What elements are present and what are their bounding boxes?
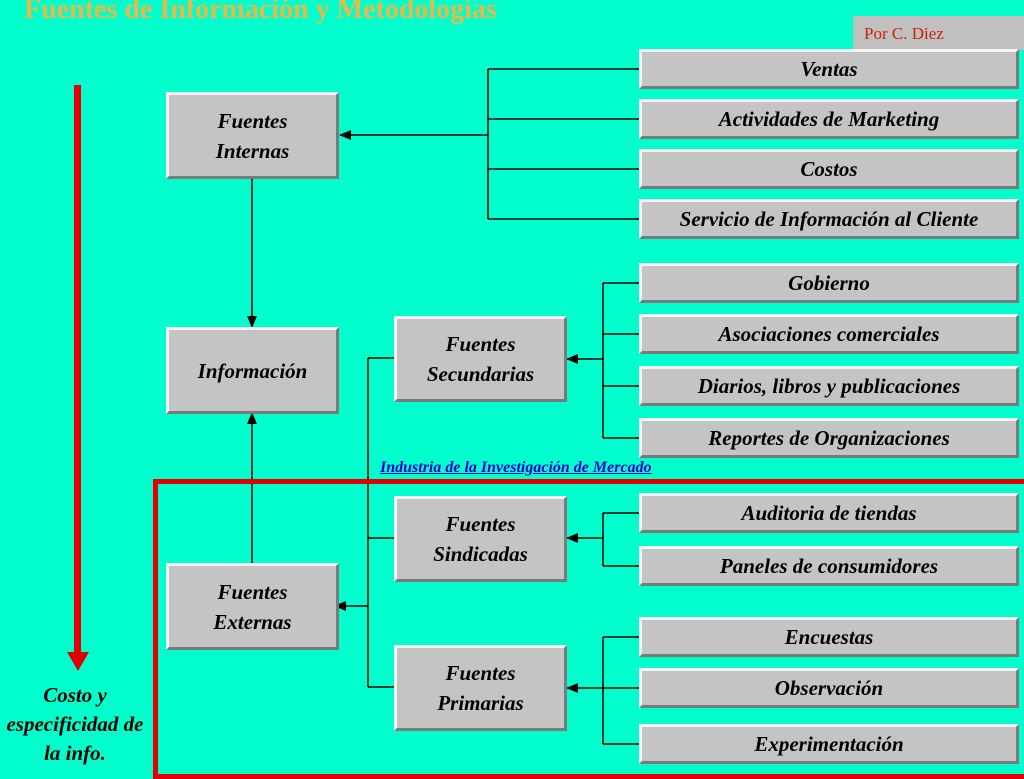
leaf-label: Diarios, libros y publicaciones: [697, 374, 961, 398]
leaf-reportes-organizaciones[interactable]: Reportes de Organizaciones: [639, 418, 1019, 458]
leaf-label: Paneles de consumidores: [719, 554, 939, 578]
leaf-label: Gobierno: [788, 271, 870, 295]
node-external-sources[interactable]: Fuentes Externas: [166, 563, 339, 650]
leaf-diarios-libros[interactable]: Diarios, libros y publicaciones: [639, 366, 1019, 406]
leaf-label: Reportes de Organizaciones: [708, 426, 950, 450]
leaf-encuestas[interactable]: Encuestas: [639, 617, 1019, 657]
leaf-experimentacion[interactable]: Experimentación: [639, 724, 1019, 764]
leaf-auditoria-tiendas[interactable]: Auditoria de tiendas: [639, 493, 1019, 533]
node-secondary-sources[interactable]: Fuentes Secundarias: [394, 316, 567, 402]
cost-arrow: [67, 85, 89, 671]
primary-bracket: [566, 636, 639, 745]
leaf-label: Actividades de Marketing: [718, 107, 940, 131]
slide-title: Fuentes de Información y Metodologías: [24, 0, 497, 25]
internal-bracket: [339, 68, 639, 220]
external-bracket: [334, 357, 394, 688]
node-label: Fuentes Sindicadas: [433, 512, 528, 566]
leaf-label: Asociaciones comerciales: [718, 322, 940, 346]
node-label: Información: [197, 358, 308, 383]
node-label: Fuentes Internas: [215, 108, 290, 163]
leaf-ventas[interactable]: Ventas: [639, 49, 1019, 89]
leaf-servicio-informacion[interactable]: Servicio de Información al Cliente: [639, 199, 1019, 239]
node-syndicated-sources[interactable]: Fuentes Sindicadas: [394, 496, 567, 582]
leaf-observacion[interactable]: Observación: [639, 668, 1019, 708]
leaf-label: Ventas: [800, 57, 858, 81]
node-label: Fuentes Primarias: [437, 661, 524, 715]
cost-specificity-label: Costo y especificidad de la info.: [6, 683, 144, 765]
leaf-label: Observación: [774, 676, 884, 700]
leaf-gobierno[interactable]: Gobierno: [639, 263, 1019, 303]
author-tag: Por C. Diez: [853, 16, 1024, 50]
market-research-label: Industria de la Investigación de Mercado: [380, 459, 652, 476]
leaf-label: Auditoria de tiendas: [741, 501, 917, 525]
leaf-label: Servicio de Información al Cliente: [679, 207, 979, 231]
secondary-bracket: [566, 282, 639, 439]
leaf-costos[interactable]: Costos: [639, 149, 1019, 189]
node-label: Fuentes Externas: [213, 579, 292, 634]
node-information[interactable]: Información: [166, 327, 339, 414]
node-primary-sources[interactable]: Fuentes Primarias: [394, 645, 567, 731]
leaf-label: Costos: [800, 157, 858, 181]
leaf-actividades-marketing[interactable]: Actividades de Marketing: [639, 99, 1019, 139]
syndicated-bracket: [566, 512, 639, 567]
leaf-label: Experimentación: [754, 732, 904, 756]
leaf-label: Encuestas: [784, 625, 874, 649]
leaf-asociaciones-comerciales[interactable]: Asociaciones comerciales: [639, 314, 1019, 354]
node-label: Fuentes Secundarias: [426, 332, 535, 386]
leaf-paneles-consumidores[interactable]: Paneles de consumidores: [639, 546, 1019, 586]
node-internal-sources[interactable]: Fuentes Internas: [166, 92, 339, 179]
